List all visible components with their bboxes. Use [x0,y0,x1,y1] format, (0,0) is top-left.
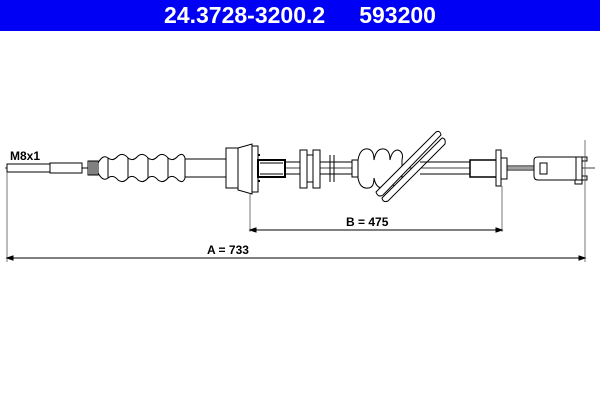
part-number: 24.3728-3200.2 [164,2,326,28]
bellows-boot [97,153,186,183]
reference-number: 593200 [359,2,436,28]
adjuster-nut [87,160,99,176]
end-ferrule [469,149,508,187]
angled-bracket [375,130,446,203]
spacer-clip [329,155,335,182]
dimension-a-label: A = 733 [207,243,249,257]
thread-label: M8x1 [10,149,41,163]
sleeve [184,158,228,178]
title-bar: 24.3728-3200.2 593200 [0,0,600,31]
dimension-line-b [248,227,504,233]
conical-mount [225,143,260,195]
threaded-ferrule [257,159,286,178]
clevis-fork [533,156,588,185]
double-washer [299,149,321,189]
dimension-line-a [5,255,587,261]
dimension-b-label: B = 475 [346,215,389,229]
threaded-end [6,162,88,174]
